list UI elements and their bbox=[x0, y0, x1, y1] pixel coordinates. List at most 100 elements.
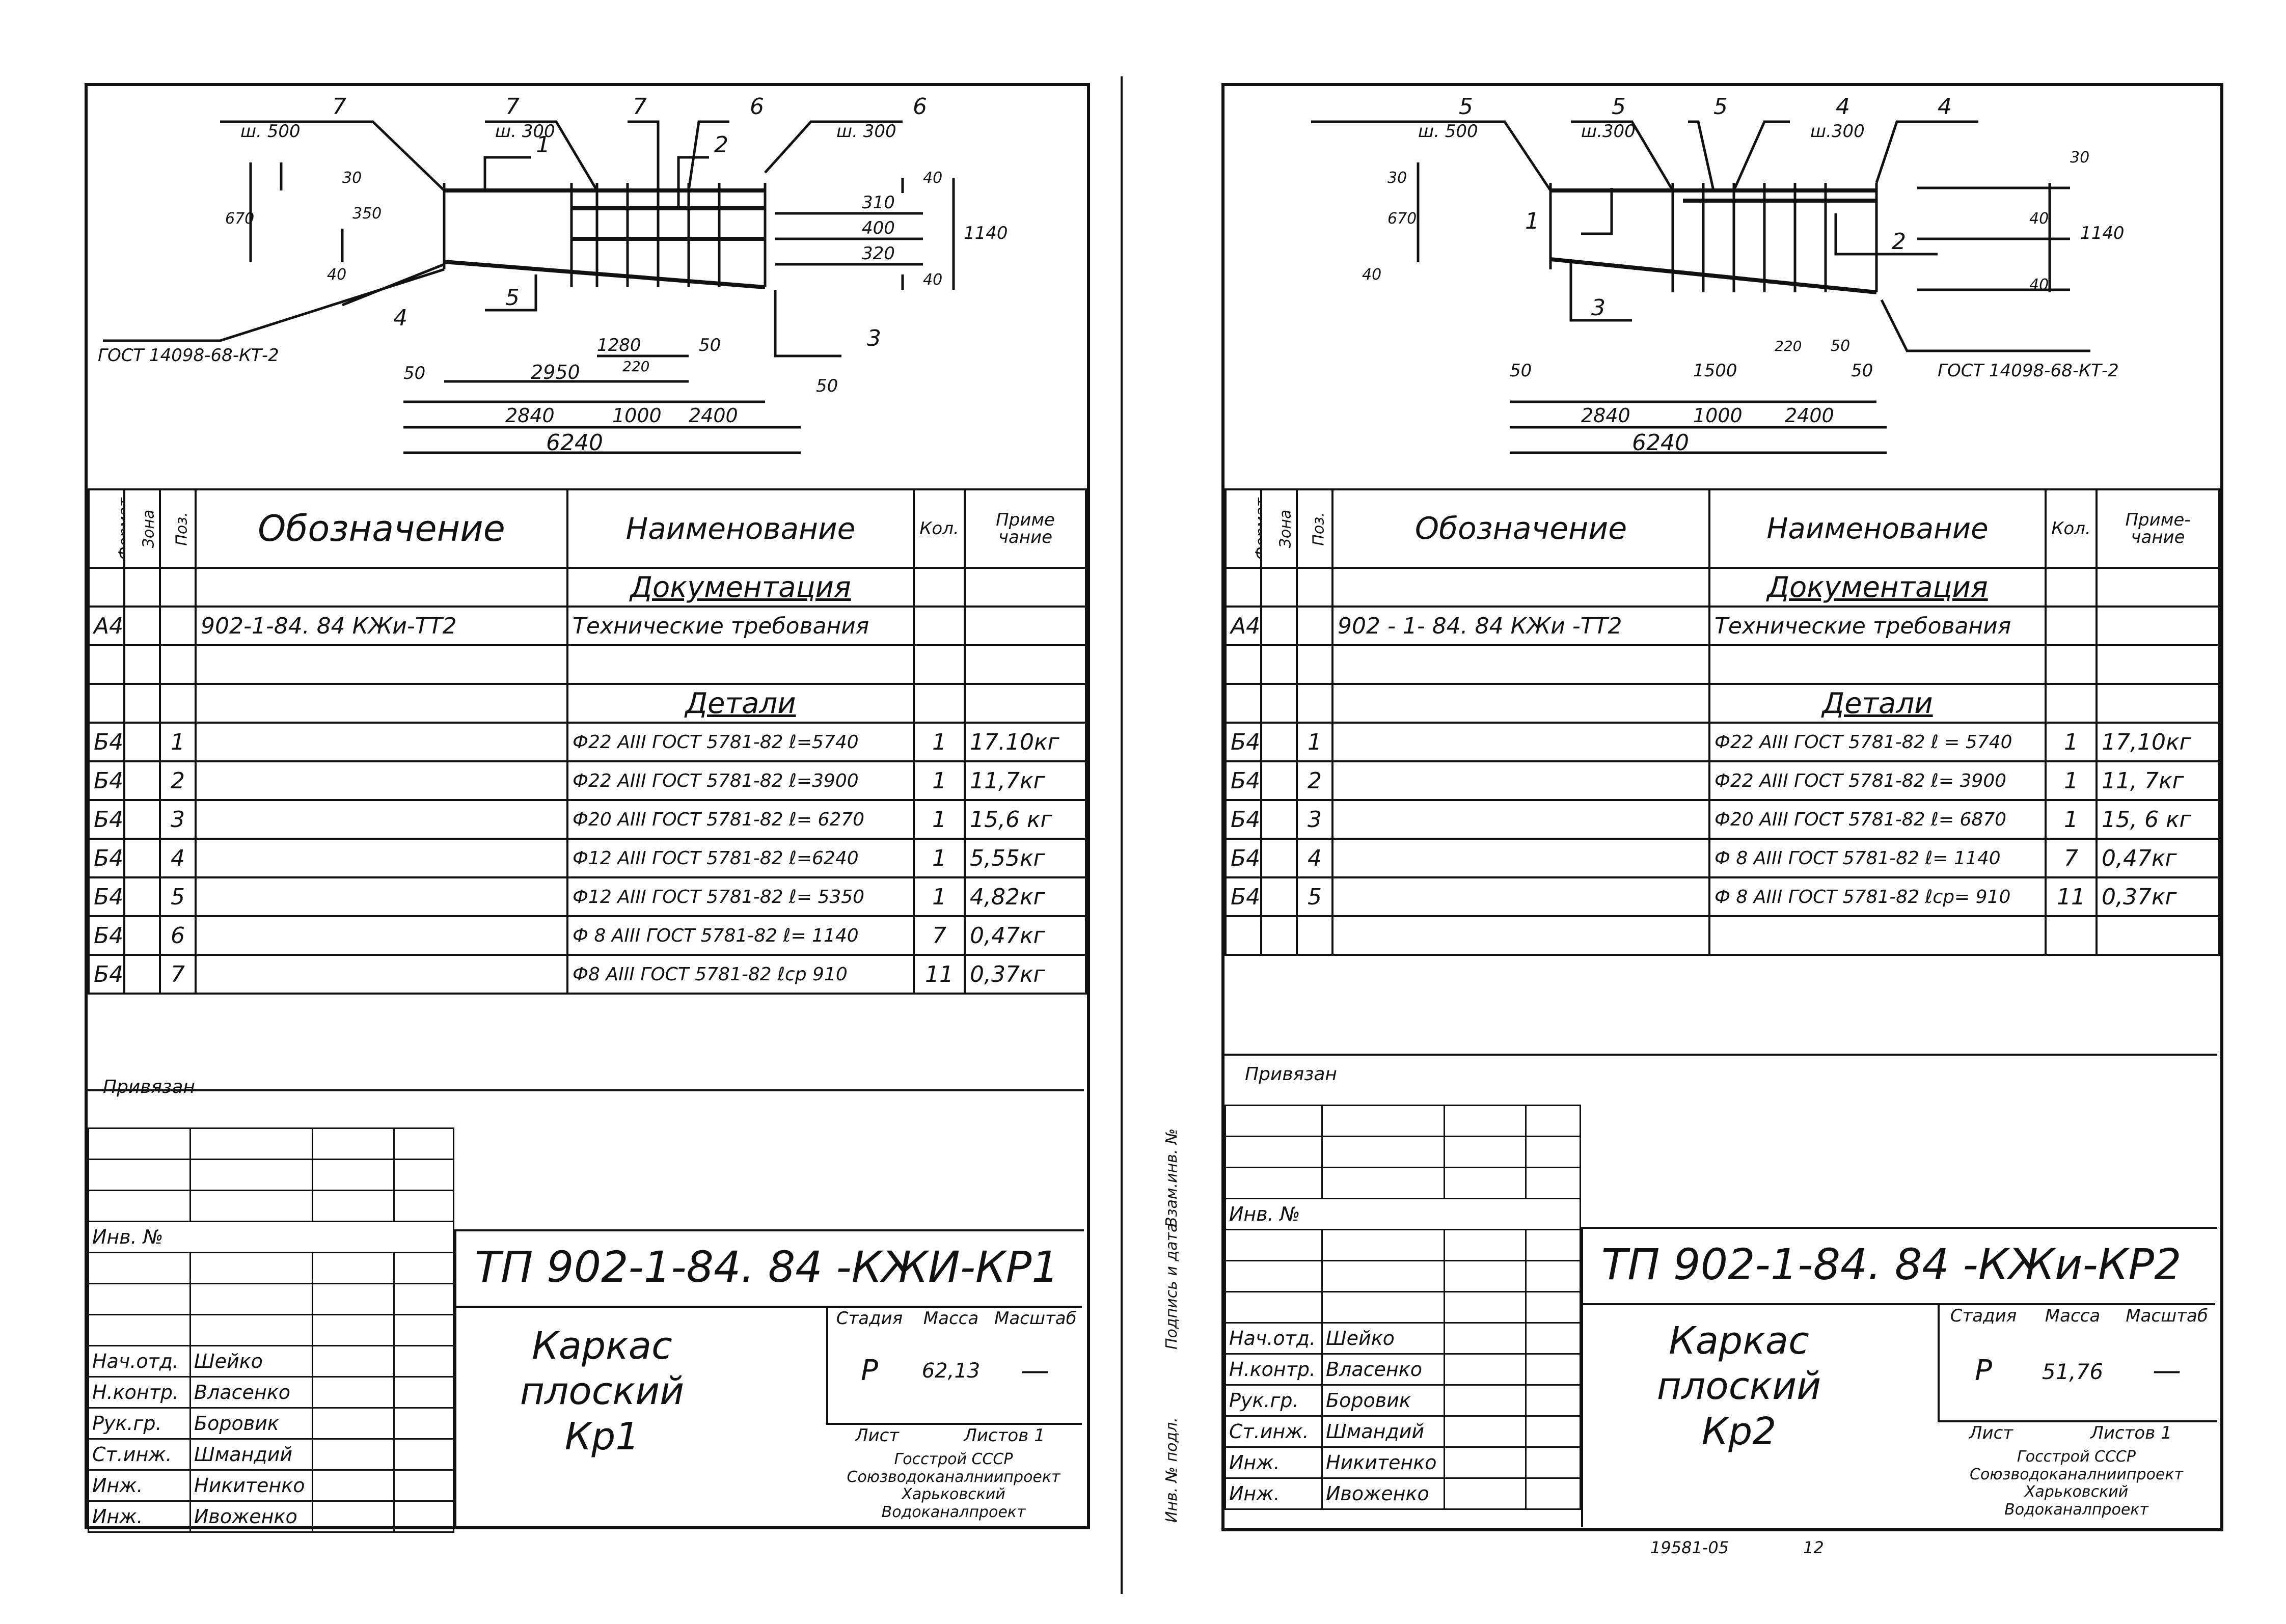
staff-row: Рук.гр.Боровик bbox=[88, 1407, 454, 1440]
side-label-replacement-inv: Взам.инв. № bbox=[1163, 1128, 1181, 1227]
mass-value: 62,13 bbox=[921, 1359, 981, 1383]
svg-text:670: 670 bbox=[1387, 210, 1417, 228]
svg-text:40: 40 bbox=[1362, 266, 1381, 284]
svg-text:400: 400 bbox=[862, 218, 895, 238]
svg-text:1140: 1140 bbox=[964, 223, 1008, 243]
organization: Госстрой СССР Союзводоканалниипроект Хар… bbox=[847, 1450, 1060, 1521]
section-docs: Документация bbox=[1708, 567, 2047, 608]
svg-text:4: 4 bbox=[393, 305, 407, 331]
svg-text:6240: 6240 bbox=[1632, 430, 1689, 456]
linked-grid: Инв. № Нач.отд.Шейко Н.контр.Власенко Ру… bbox=[1224, 1105, 1581, 1510]
linked-label: Привязан bbox=[103, 1077, 195, 1097]
side-label-inv-original: Инв. № подл. bbox=[1163, 1417, 1181, 1523]
header-format: Формат bbox=[88, 488, 125, 569]
staff-row: Н.контр.Власенко bbox=[1224, 1353, 1581, 1386]
scale-label: Масштаб bbox=[994, 1308, 1077, 1329]
svg-text:ш.300: ш.300 bbox=[1810, 121, 1865, 142]
drawing-title: Каркас плоский Кр2 bbox=[1656, 1319, 1821, 1453]
header-pos: Поз. bbox=[1296, 488, 1334, 569]
scale-label: Масштаб bbox=[2126, 1306, 2208, 1326]
svg-text:670: 670 bbox=[225, 210, 254, 228]
svg-text:220: 220 bbox=[622, 358, 649, 375]
svg-text:5: 5 bbox=[1459, 94, 1473, 120]
svg-text:4: 4 bbox=[1836, 94, 1850, 120]
svg-text:2400: 2400 bbox=[1785, 404, 1834, 427]
svg-text:5: 5 bbox=[1612, 94, 1626, 120]
mass-label: Масса bbox=[2045, 1306, 2101, 1326]
drawing-sheet-2: 5 5 5 4 4 ш. 500 ш.300 ш.300 1 2 3 ГОСТ … bbox=[1221, 83, 2223, 1531]
leader-label: 7 bbox=[633, 94, 647, 120]
header-pos: Поз. bbox=[159, 488, 197, 569]
svg-text:4: 4 bbox=[1938, 94, 1952, 120]
leader-label: 7 bbox=[505, 94, 520, 120]
header-zone: Зона bbox=[123, 488, 161, 569]
header-qty: Кол. bbox=[913, 488, 966, 569]
svg-text:2: 2 bbox=[1892, 229, 1906, 255]
svg-text:1000: 1000 bbox=[1693, 404, 1743, 427]
svg-text:2840: 2840 bbox=[505, 404, 555, 427]
linked-label: Привязан bbox=[1245, 1064, 1337, 1085]
inv-label: Инв. № bbox=[1224, 1198, 1581, 1230]
rebar-cage-drawing-2: 5 5 5 4 4 ш. 500 ш.300 ш.300 1 2 3 ГОСТ … bbox=[1224, 86, 2220, 488]
svg-text:30: 30 bbox=[1387, 169, 1407, 187]
staff-row: Нач.отд.Шейко bbox=[88, 1345, 454, 1378]
svg-text:ГОСТ 14098-68-КТ-2: ГОСТ 14098-68-КТ-2 bbox=[1938, 361, 2119, 381]
staff-row: Ст.инж.Шмандий bbox=[88, 1438, 454, 1471]
header-name: Наименование bbox=[566, 488, 915, 569]
header-zone: Зона bbox=[1260, 488, 1298, 569]
svg-text:1140: 1140 bbox=[2080, 223, 2125, 243]
organization: Госстрой СССР Союзводоканалниипроект Хар… bbox=[1970, 1448, 2183, 1519]
doc-format: А4 bbox=[88, 605, 125, 646]
svg-text:ш. 300: ш. 300 bbox=[495, 121, 555, 142]
svg-text:310: 310 bbox=[862, 192, 895, 213]
sheet-divider bbox=[1121, 76, 1123, 1594]
sheet-label: Лист bbox=[1969, 1423, 2013, 1443]
header-qty: Кол. bbox=[2045, 488, 2098, 569]
svg-text:1280: 1280 bbox=[597, 335, 641, 355]
side-label-signature-date: Подпись и дата bbox=[1163, 1223, 1181, 1350]
header-note: Приме- чание bbox=[2096, 488, 2220, 569]
drawing-title: Каркас плоский Кр1 bbox=[520, 1324, 685, 1458]
mass-label: Масса bbox=[923, 1308, 979, 1329]
stage-value: Р bbox=[861, 1354, 878, 1387]
linked-grid: Инв. № Нач.отд.Шейко Н.контр.Власенко Ру… bbox=[88, 1127, 454, 1533]
svg-text:2: 2 bbox=[714, 132, 728, 158]
svg-text:30: 30 bbox=[2070, 149, 2089, 167]
svg-text:40: 40 bbox=[923, 271, 942, 289]
svg-text:1500: 1500 bbox=[1693, 361, 1737, 381]
staff-row: Инж.Никитенко bbox=[1224, 1446, 1581, 1479]
doc-designation: 902 - 1- 84. 84 КЖи -ТТ2 bbox=[1331, 605, 1710, 646]
stage-label: Стадия bbox=[1950, 1306, 2017, 1326]
header-format: Формат bbox=[1224, 488, 1262, 569]
svg-text:3: 3 bbox=[1591, 295, 1605, 321]
doc-format: А4 bbox=[1224, 605, 1262, 646]
drawing-code: ТП 902-1-84. 84 -КЖИ-КР1 bbox=[475, 1242, 1059, 1292]
svg-text:30: 30 bbox=[342, 169, 362, 187]
footer-page: 12 bbox=[1803, 1538, 1824, 1557]
leader-label: 6 bbox=[750, 94, 764, 120]
svg-text:ш. 500: ш. 500 bbox=[240, 121, 301, 142]
specification-table-1: Формат Зона Поз. Обозначение Наименовани… bbox=[88, 488, 1087, 995]
staff-row: Инж.Ивоженко bbox=[1224, 1477, 1581, 1510]
svg-text:3: 3 bbox=[867, 325, 881, 351]
drawing-code: ТП 902-1-84. 84 -КЖи-КР2 bbox=[1601, 1240, 2182, 1289]
staff-row: Инж.Никитенко bbox=[88, 1469, 454, 1502]
svg-text:320: 320 bbox=[862, 243, 895, 264]
svg-text:50: 50 bbox=[403, 363, 425, 383]
svg-text:2840: 2840 bbox=[1581, 404, 1630, 427]
rebar-cage-drawing-1: 7 7 7 6 6 ш. 500 ш. 300 ш. 300 1 2 3 4 5… bbox=[88, 86, 1087, 488]
svg-text:40: 40 bbox=[923, 169, 942, 187]
specification-table-2: Формат Зона Поз. Обозначение Наименовани… bbox=[1224, 488, 2220, 956]
svg-text:6240: 6240 bbox=[546, 430, 603, 456]
header-note: Приме чание bbox=[964, 488, 1087, 569]
scale-value: — bbox=[1021, 1354, 1049, 1387]
footer-number: 19581-05 bbox=[1650, 1538, 1729, 1557]
svg-text:40: 40 bbox=[327, 266, 346, 284]
